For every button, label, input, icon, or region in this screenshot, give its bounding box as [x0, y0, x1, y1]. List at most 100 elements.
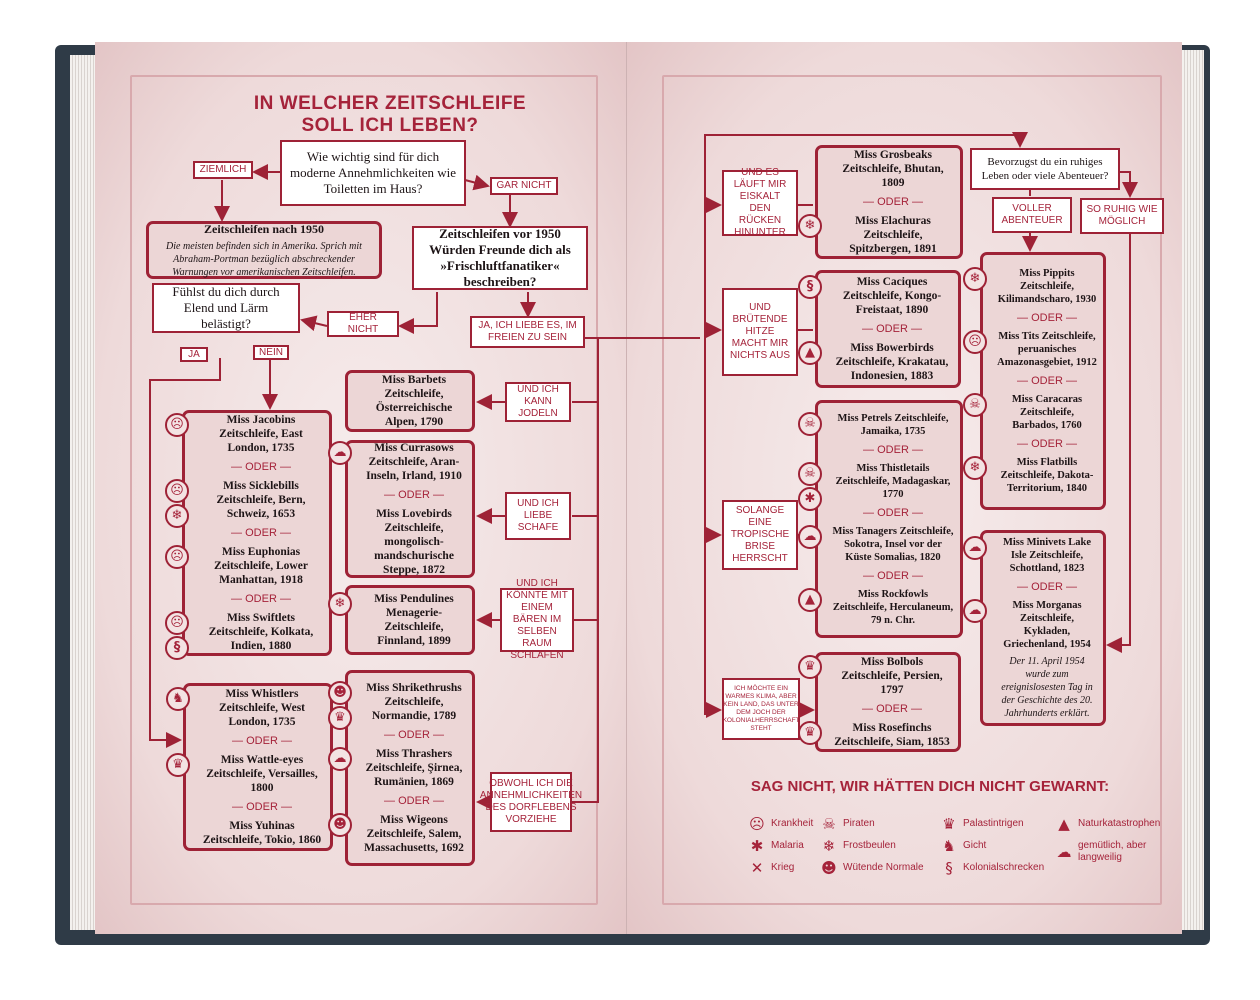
answer-jodeln: Und ich kann jodeln [505, 382, 571, 422]
piraten-icon: ☠ [798, 461, 822, 486]
time-loop-name: Miss Grosbeaks Zeitschleife, Bhutan, 180… [842, 149, 944, 189]
time-loop-entry: Miss Tanagers Zeitschleife, Sokotra, Ins… [798, 524, 954, 564]
gemuetlich-icon: ☁ [1056, 843, 1072, 861]
after-1950-title: Zeitschleifen nach 1950 [204, 221, 324, 236]
question-ruhig-abenteuer: Bevorzugst du ein ruhiges Leben oder vie… [970, 148, 1120, 190]
legend-item: ✱Malaria [748, 839, 804, 854]
kolonialschrecken-icon: § [945, 859, 953, 877]
page-edges-right [1182, 50, 1204, 930]
time-loop-entry: Miss Grosbeaks Zeitschleife, Bhutan, 180… [832, 148, 954, 190]
time-loop-entry: Miss Morganas Zeitschleife, Kykladen, Gr… [963, 599, 1097, 720]
time-loop-name: Miss Rosefinchs Zeitschleife, Siam, 1853 [834, 722, 950, 748]
time-loop-name: Miss Pendulines Menagerie-Zeitschleife, … [374, 593, 454, 647]
destination-box: Miss Shrikethrushs Zeitschleife, Normand… [328, 670, 475, 866]
legend-label: Malaria [771, 840, 804, 851]
time-loop-name: Miss Tits Zeitschleife, peruanisches Ama… [997, 331, 1097, 368]
frostbeulen-icon: ❄ [328, 592, 352, 616]
oder-separator: — ODER — [231, 527, 291, 539]
time-loop-entry: Miss Lovebirds Zeitschleife, mongolisch-… [362, 507, 466, 577]
frostbeulen-icon: ❄ [822, 837, 836, 855]
legend-item: ☹Krankheit [748, 817, 814, 832]
krankheit-icon: ☹ [963, 330, 987, 354]
answer-baeren: Und ich könnte mit einem Bären im selben… [500, 578, 574, 661]
destination-box: Miss Whistlers Zeitschleife, West London… [166, 683, 333, 851]
time-loop-entry: Miss Yuhinas Zeitschleife, Tokio, 1860 [200, 819, 324, 847]
time-loop-name: Miss Swiftlets Zeitschleife, Kolkata, In… [208, 612, 314, 652]
gemuetlich-icon: ☁ [963, 536, 987, 560]
answer-ruhig: So ruhig wie möglich [1080, 198, 1164, 234]
warning-title: SAG NICHT, WIR HÄTTEN DICH NICHT GEWARNT… [750, 778, 1110, 795]
legend-label: Frostbeulen [843, 840, 896, 851]
time-loop-entry: Miss Wigeons Zeitschleife, Salem, Massac… [328, 813, 466, 855]
question-misery-noise: Fühlst du dich durch Elend und Lärm belä… [152, 283, 300, 333]
answer-eher-nicht: Eher nicht [327, 311, 399, 337]
time-loop-entry: Miss Jacobins Zeitschleife, East London,… [165, 413, 323, 455]
frostbeulen-icon: ❄ [963, 456, 987, 480]
time-loop-name: Miss Flatbills Zeitschleife, Dakota-Terr… [1000, 457, 1094, 494]
time-loop-entry: Miss Rosefinchs Zeitschleife, Siam, 1853… [798, 721, 952, 749]
destination-box: Miss Bolbols Zeitschleife, Persien, 1797… [798, 652, 961, 752]
answer-ziemlich: Ziemlich [193, 161, 253, 179]
destination-box: Miss Currasows Zeitschleife, Aran-Inseln… [328, 440, 475, 578]
gicht-icon: ♞ [942, 837, 956, 855]
gicht-icon: ♞ [166, 687, 190, 711]
oder-separator: — ODER — [863, 569, 923, 582]
time-loop-entry: Miss Bolbols Zeitschleife, Persien, 1797… [798, 655, 952, 697]
time-loop-entry: Miss Thistletails Zeitschleife, Madagask… [798, 461, 954, 511]
answer-hitze: Und brütende Hitze macht mir nichts aus [722, 288, 798, 376]
wuetende-icon: ☻ [328, 813, 352, 837]
legend-item: ☠Piraten [820, 817, 875, 832]
time-loop-entry: Miss Bowerbirds Zeitschleife, Krakatau, … [798, 341, 952, 383]
answer-schafe: Und ich liebe Schafe [505, 492, 571, 540]
legend-label: Kolonialschrecken [963, 862, 1045, 873]
frostbeulen-icon: ❄ [963, 267, 987, 291]
krankheit-icon: ☹ [165, 611, 189, 635]
time-loop-name: Miss Elachuras Zeitschleife, Spitzbergen… [849, 215, 937, 255]
legend-item: ♞ Gicht [940, 837, 987, 855]
oder-separator: — ODER — [231, 461, 291, 473]
time-loop-name: Miss Barbets Zeitschleife, Österreichisc… [375, 374, 453, 428]
answer-dorfleben: Obwohl ich die Annehmlichkeiten des Dorf… [480, 772, 582, 832]
krankheit-icon: ☹ [165, 479, 189, 503]
legend-label: Palastintrigen [963, 818, 1024, 829]
gemuetlich-icon: ☁ [328, 747, 352, 771]
answer-ja-freien: Ja, ich liebe es, im Freien zu sein [470, 316, 585, 348]
time-loop-name: Miss Shrikethrushs Zeitschleife, Normand… [366, 682, 462, 722]
time-loop-name: Miss Wattle-eyes Zeitschleife, Versaille… [206, 754, 318, 794]
time-loop-entry: Miss Minivets Lake Isle Zeitschleife, Sc… [963, 536, 1097, 575]
wuetende-icon: ☻ [328, 681, 352, 705]
palastintrigen-icon: ♛ [942, 815, 956, 833]
time-loop-entry: Miss Caciques Zeitschleife, Kongo-Freist… [798, 275, 952, 317]
time-loop-entry: Miss Rockfowls Zeitschleife, Herculaneum… [798, 587, 954, 627]
legend-label: Krankheit [771, 818, 814, 829]
time-loop-entry: Miss Pippits Zeitschleife, Kilimandschar… [963, 267, 1097, 306]
legend-label: gemütlich, aber langweilig [1078, 840, 1147, 863]
answer-abenteuer: Voller Abenteuer [992, 197, 1072, 233]
palastintrigen-icon: ♛ [328, 706, 352, 730]
gemuetlich-icon: ☁ [963, 599, 987, 623]
legend-label: Gicht [963, 840, 987, 851]
time-loop-name: Miss Wigeons Zeitschleife, Salem, Massac… [364, 814, 464, 854]
time-loop-name: Miss Euphonias Zeitschleife, Lower Manha… [214, 546, 308, 586]
krankheit-icon: ☹ [165, 545, 189, 569]
answer-nein: Nein [253, 345, 289, 360]
time-loop-name: Miss Bowerbirds Zeitschleife, Krakatau, … [835, 342, 949, 382]
ornamental-frame-right [662, 75, 1162, 905]
answer-gar-nicht: Gar nicht [490, 177, 558, 195]
krieg-icon: ✕ [750, 859, 764, 877]
oder-separator: — ODER — [863, 443, 923, 456]
time-loop-entry: Miss Pendulines Menagerie-Zeitschleife, … [328, 592, 466, 648]
destination-box: Miss Grosbeaks Zeitschleife, Bhutan, 180… [798, 145, 963, 259]
time-loop-name: Miss Caracaras Zeitschleife, Barbados, 1… [1011, 394, 1083, 431]
oder-separator: — ODER — [384, 729, 444, 741]
time-loop-entry: Miss Currasows Zeitschleife, Aran-Inseln… [328, 441, 466, 483]
time-loop-entry: Miss Wattle-eyes Zeitschleife, Versaille… [166, 753, 324, 795]
answer-ja: Ja [180, 347, 208, 362]
legend-label: Piraten [843, 818, 875, 829]
destination-box: Miss Jacobins Zeitschleife, East London,… [165, 410, 332, 660]
legend-label: Krieg [771, 862, 795, 873]
time-loop-name: Miss Whistlers Zeitschleife, West London… [218, 688, 306, 728]
naturkatastrophen-icon: ▲ [1058, 815, 1070, 833]
oder-separator: — ODER — [384, 489, 444, 501]
